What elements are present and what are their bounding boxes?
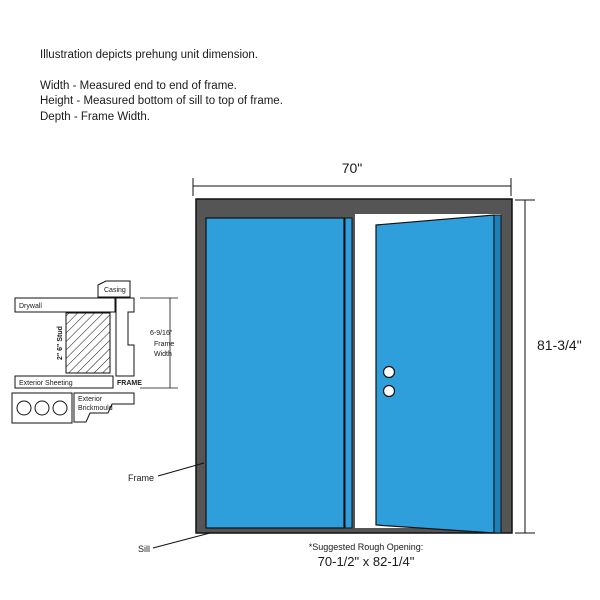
brick-hole-2 — [34, 400, 50, 416]
frame-callout: Frame — [128, 462, 205, 483]
brick-hole-1 — [16, 400, 32, 416]
right-door-edge — [493, 214, 502, 534]
width-value: 70" — [342, 160, 363, 176]
exterior-sheeting-label: Exterior Sheeting — [19, 380, 73, 387]
sill-callout: Sill — [138, 532, 211, 554]
drywall-shape — [14, 297, 116, 313]
width-dimension: 70" — [192, 160, 512, 196]
brick-hole-3 — [52, 400, 68, 416]
brickmould-label-2: Brickmould — [78, 405, 113, 412]
frame-profile-shape — [115, 297, 135, 377]
height-value: 81-3/4" — [537, 337, 582, 353]
drywall-label: Drywall — [19, 303, 42, 310]
brickmould-shape — [73, 392, 135, 423]
intro-text: Illustration depicts prehung unit dimens… — [40, 49, 258, 61]
left-door-panel — [205, 217, 345, 529]
stud-shape — [65, 312, 111, 374]
frame-profile-label: FRAME — [117, 380, 142, 387]
astragal — [344, 217, 353, 529]
brickmould-label-1: Exterior — [78, 396, 103, 403]
frame-section-detail: Casing Drywall 2" 6" Stud FRAME 6-9/16" … — [11, 280, 178, 424]
description-block: Illustration depicts prehung unit dimens… — [40, 48, 283, 125]
frame-width-label-1: Frame — [154, 341, 174, 348]
depth-definition: Depth - Frame Width. — [40, 110, 150, 123]
frame-width-value: 6-9/16" — [150, 330, 173, 337]
height-dimension: 81-3/4" — [515, 199, 582, 534]
sill-callout-label: Sill — [138, 544, 150, 554]
door-unit — [195, 198, 513, 534]
rough-opening-value: 70-1/2" x 82-1/4" — [318, 554, 415, 569]
rough-opening-label: *Suggested Rough Opening: — [309, 542, 424, 552]
stud-label: 2" 6" Stud — [57, 326, 64, 360]
width-definition: Width - Measured end to end of frame. — [40, 79, 237, 92]
casing-shape — [97, 280, 131, 298]
frame-width-label-2: Width — [154, 351, 172, 358]
casing-label: Casing — [104, 287, 126, 294]
height-definition: Height - Measured bottom of sill to top … — [40, 95, 283, 107]
door-handle-icon — [382, 365, 396, 379]
deadbolt-icon — [382, 384, 396, 398]
frame-callout-label: Frame — [128, 473, 154, 483]
exterior-sheeting-shape — [14, 375, 114, 389]
